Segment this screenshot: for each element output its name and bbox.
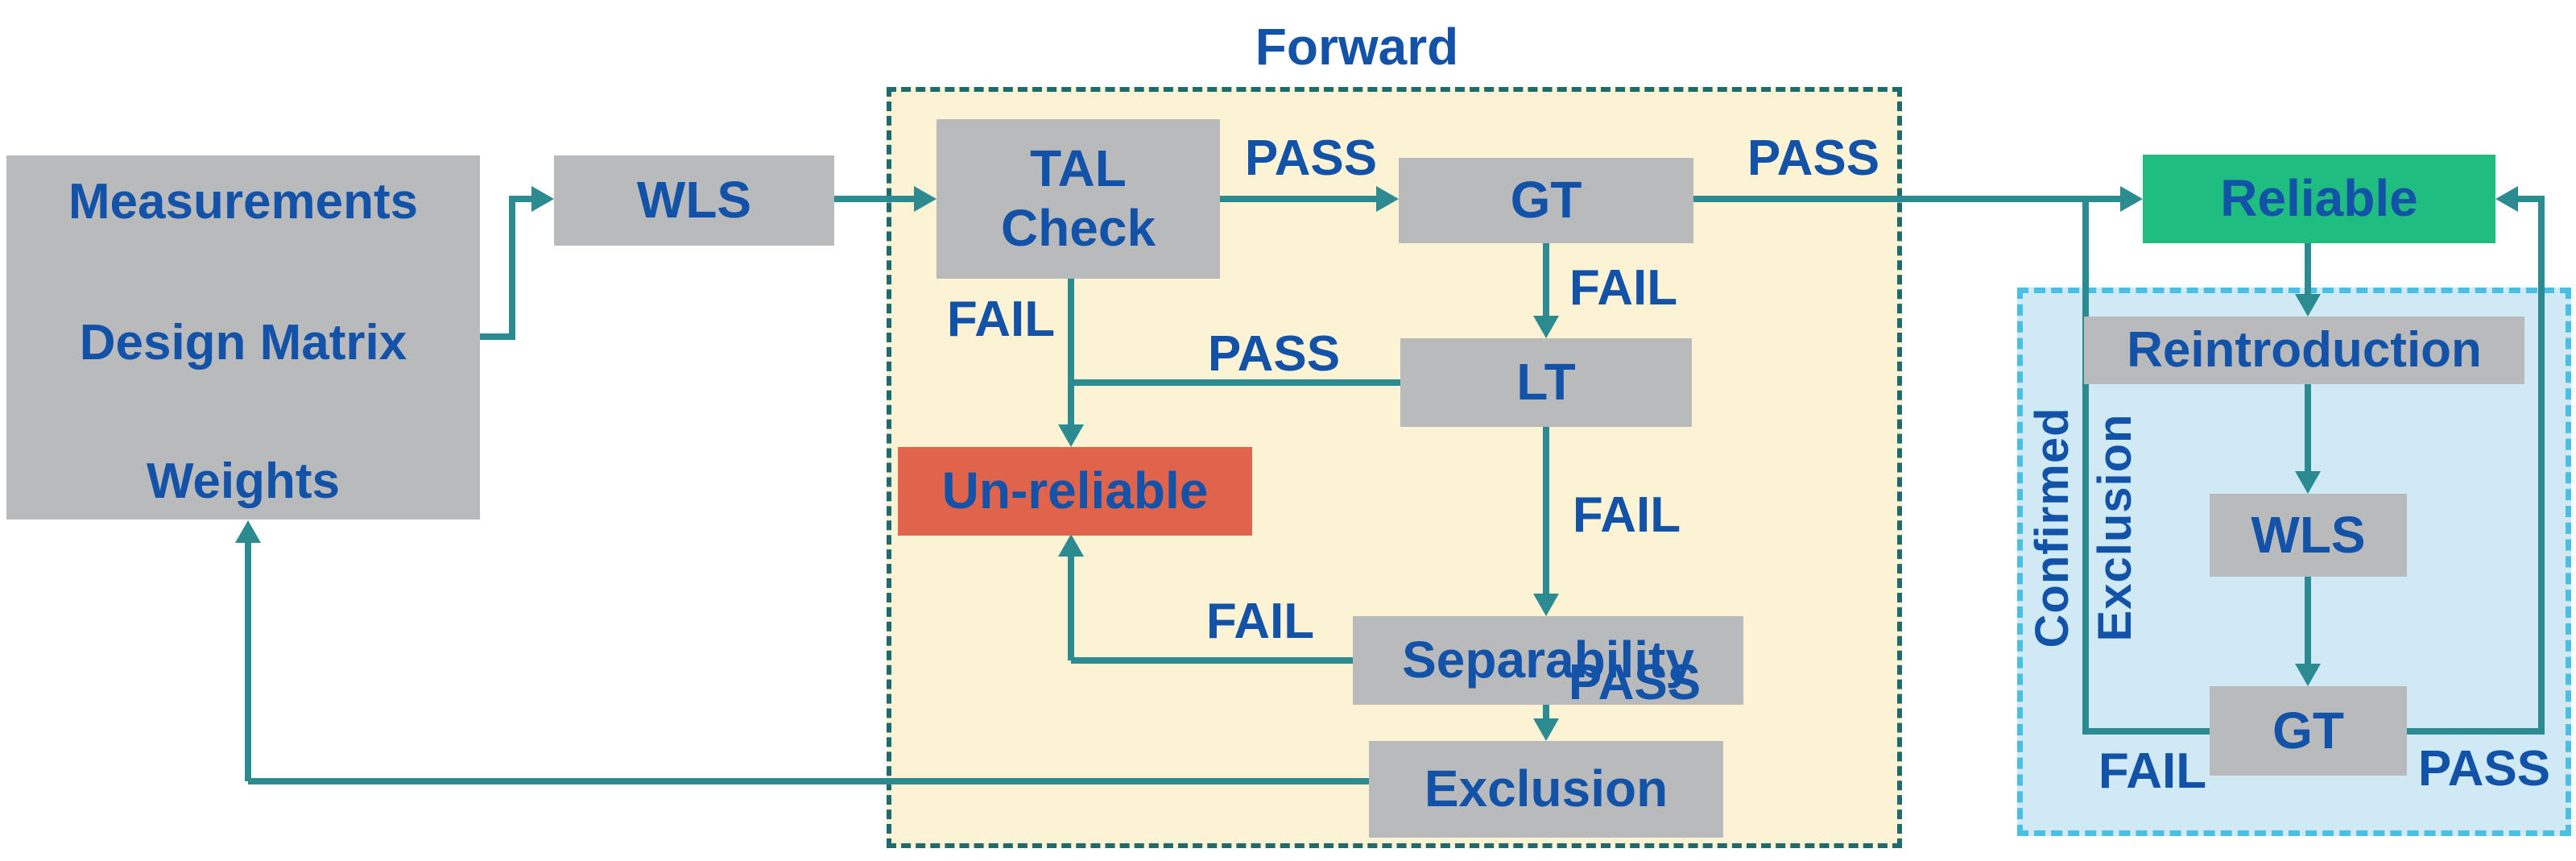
node-exclusion-label: Exclusion [1424,760,1668,818]
edge-sep-fail-h [1071,657,1353,664]
arrowhead-into-separability [1533,594,1559,616]
edge-gt-to-reliable [1693,196,2122,202]
node-wls-label: WLS [636,171,752,230]
confirmed-label-line2: Exclusion [2089,413,2141,642]
edge-lt-fail-v [1543,427,1549,595]
input-line-design-matrix: Design Matrix [79,315,407,370]
edge-exclusion-feedback-v [245,541,251,781]
node-tal-check: TAL Check [937,119,1220,279]
arrowhead-into-wls [531,186,554,212]
node-unreliable-label: Un-reliable [941,462,1209,520]
node-gt-reintro-label: GT [2272,701,2344,760]
edge-input-to-wls [509,196,533,202]
arrowhead-into-input-box [235,520,261,543]
arrowhead-into-unreliable-bottom [1058,534,1084,557]
edge-label-pass-separability: PASS [1568,655,1701,710]
node-unreliable: Un-reliable [898,447,1252,536]
edge-gt2-pass-return [2518,196,2545,202]
edge-label-pass-lt: PASS [1207,326,1341,382]
node-gt: GT [1399,158,1693,243]
node-wls-reintro-label: WLS [2251,505,2366,564]
edge-label-pass-gt-reliable: PASS [1747,130,1880,186]
edge-tal-fail-v [1068,279,1074,428]
node-separability-label: Separability [1402,631,1694,689]
node-tal-label-line2: Check [1000,199,1156,257]
edge-input-elbow-h [480,333,515,340]
input-line-measurements: Measurements [68,174,419,230]
arrowhead-into-tal [914,186,937,212]
edge-label-pass-gt-reintro: PASS [2417,741,2551,797]
confirmed-label-line1: Confirmed [2026,407,2078,648]
node-exclusion: Exclusion [1369,741,1723,838]
edge-reintro-to-wls2 [2305,384,2311,473]
arrowhead-into-unreliable-top [1058,424,1084,447]
edge-sep-pass-v [1543,705,1549,722]
edge-label-fail-lt: FAIL [1572,487,1681,543]
arrowhead-into-exclusion [1533,718,1559,741]
edge-sep-fail-v [1068,555,1074,660]
node-gt-label: GT [1510,171,1582,230]
node-reintroduction: Reintroduction [2084,317,2524,384]
arrowhead-into-lt [1533,316,1559,338]
edge-label-fail-gt: FAIL [1569,260,1678,316]
arrowhead-into-reliable-right [2495,186,2518,212]
node-tal-label-line1: TAL [1030,139,1127,198]
node-reintroduction-label: Reintroduction [2127,322,2482,379]
edge-tal-to-gt [1220,196,1378,202]
node-wls: WLS [554,155,834,246]
arrowhead-into-gt [1376,186,1399,212]
edge-input-elbow-v [509,196,515,340]
node-lt-label: LT [1516,353,1576,412]
edge-gt2-fail-v [2082,199,2089,731]
edge-label-fail-tal: FAIL [946,292,1056,347]
edge-gt2-fail-h [2082,728,2210,735]
edge-label-fail-separability: FAIL [1205,594,1315,649]
forward-region-title: Forward [1255,18,1459,76]
node-separability: Separability [1353,616,1743,705]
node-lt: LT [1400,338,1692,427]
node-gt-reintro: GT [2210,686,2407,776]
edge-wls2-to-gt2 [2305,577,2311,665]
node-reliable-label: Reliable [2220,169,2418,228]
edge-gt2-pass-h [2407,728,2545,735]
arrowhead-into-reintroduction [2295,294,2321,317]
node-wls-reintro: WLS [2210,494,2407,577]
edge-reliable-to-reintro [2305,243,2311,297]
arrowhead-into-gt2 [2295,664,2321,686]
arrowhead-into-wls2 [2295,471,2321,494]
edge-label-pass-tal-gt: PASS [1244,130,1378,186]
input-line-weights: Weights [147,453,340,509]
node-reliable: Reliable [2143,155,2495,243]
edge-label-fail-gt-reintro: FAIL [2098,743,2207,799]
edge-gt-fail-v [1543,243,1549,317]
edge-gt2-pass-v [2538,196,2545,735]
edge-exclusion-feedback-h [248,778,1369,784]
input-data-box: Measurements Design Matrix Weights [6,155,480,519]
arrowhead-into-reliable-left [2120,186,2143,212]
edge-lt-pass-h [1068,379,1400,386]
edge-wls-to-tal [834,196,916,202]
